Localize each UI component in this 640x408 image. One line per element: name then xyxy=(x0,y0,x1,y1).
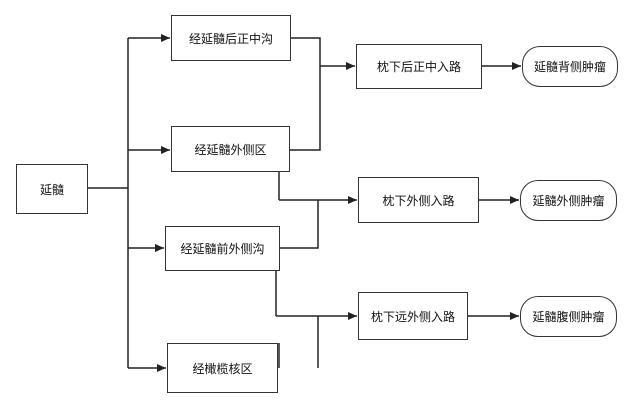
connector-route1-approach1 xyxy=(291,37,321,66)
node-route4: 经橄榄核区 xyxy=(167,343,278,393)
node-approach1: 枕下后正中入路 xyxy=(356,44,482,89)
node-approach3: 枕下远外侧入路 xyxy=(358,292,468,340)
node-tumor3: 延髓腹侧肿瘤 xyxy=(520,296,617,337)
connector-route2-approach1 xyxy=(290,66,321,151)
node-tumor1: 延髓背侧肿瘤 xyxy=(522,46,618,87)
connector-route3-approach2 xyxy=(280,200,319,249)
node-approach2: 枕下外侧入路 xyxy=(358,177,479,223)
node-route1: 经延髓后正中沟 xyxy=(171,15,291,61)
node-tumor2: 延髓外侧肿瘤 xyxy=(520,180,617,221)
node-route2: 经延髓外侧区 xyxy=(171,126,290,172)
node-origin: 延髓 xyxy=(16,164,88,214)
node-route3: 经延髓前外侧沟 xyxy=(165,226,280,271)
